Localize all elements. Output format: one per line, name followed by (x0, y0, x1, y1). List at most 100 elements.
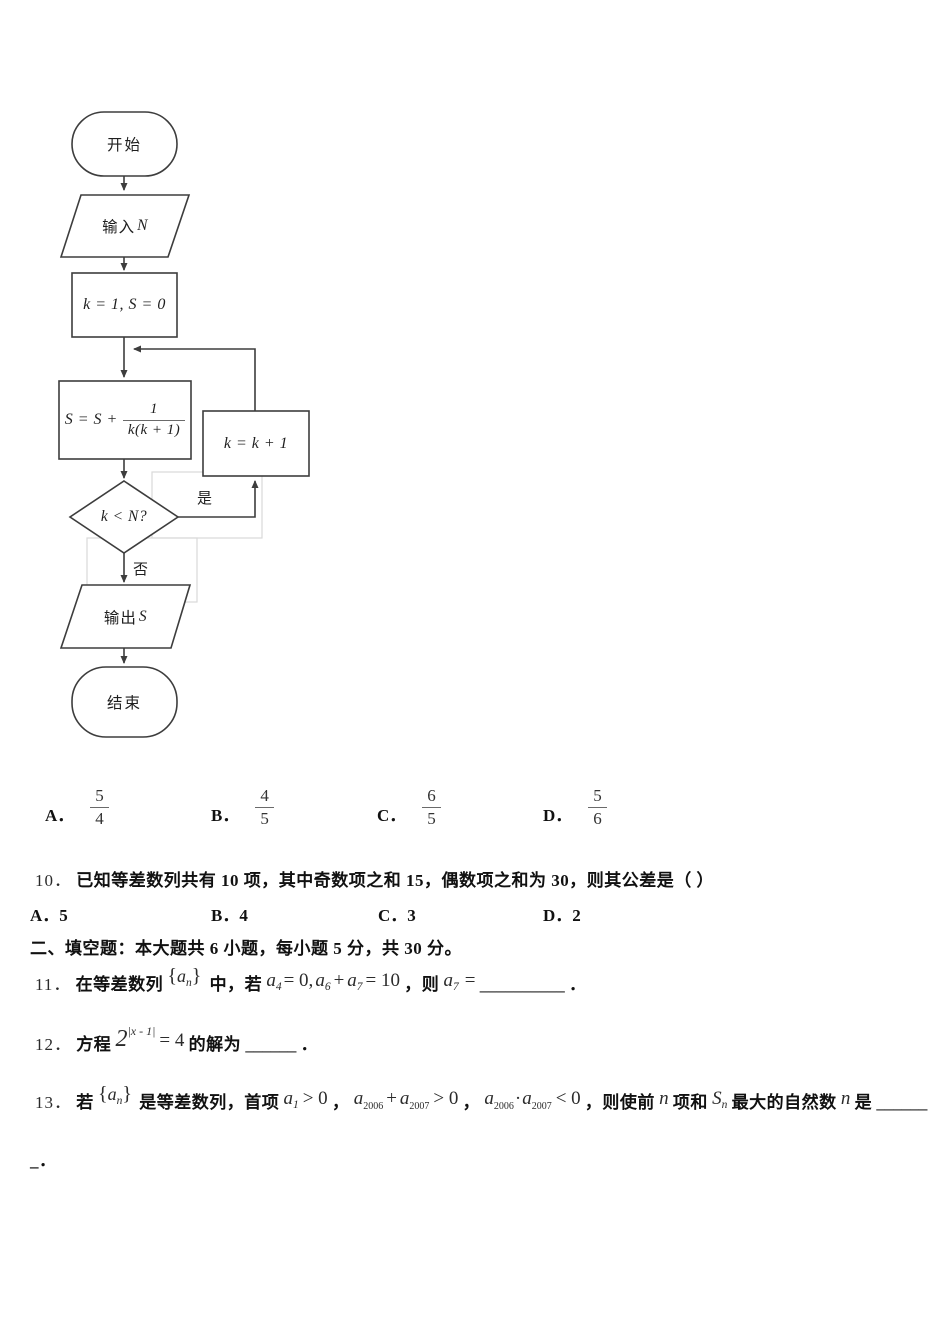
q12-period: ． (300, 1035, 319, 1054)
q13-m2-op: + (386, 1088, 397, 1109)
q11-seq-sub: n (185, 977, 192, 989)
q13-comma-2: ， (462, 1093, 481, 1112)
sum-fraction: 1 k(k + 1) (122, 401, 186, 439)
q10-option-b-text: B．4 (211, 906, 248, 925)
q10-option-a-text: A．5 (30, 906, 68, 925)
q11-number: 11． (35, 975, 72, 994)
q13-stem: 13． 若 {an} 是等差数列，首项 a1> 0 ， a2006+a2007>… (35, 1083, 927, 1116)
q9-c-denominator: 5 (427, 808, 436, 828)
init-process-shape (71, 272, 178, 338)
q11-m3-var: a (347, 970, 357, 991)
q13-m2-sub: 2006 (363, 1101, 384, 1112)
q13-m3-sub: 2007 (409, 1101, 430, 1112)
flowchart-diagram (58, 111, 310, 738)
q13-m1-rest: > 0 (302, 1088, 328, 1109)
q13-text-5: 最大的自然数 (731, 1093, 837, 1112)
q13-var-n2: n (840, 1088, 851, 1109)
q13-m3-rest: > 0 (433, 1088, 459, 1109)
increment-node-label: k = k + 1 (203, 411, 309, 476)
q9-a-denominator: 4 (95, 808, 104, 828)
q13-continuation-text: _． (30, 1151, 57, 1170)
q9-a-numerator: 5 (90, 786, 109, 808)
q11-text-3: ，则 (404, 975, 440, 994)
sum-node-label: S = S + 1 k(k + 1) (59, 381, 191, 459)
q9-option-d-fraction: 5 6 (588, 786, 607, 828)
q9-b-numerator: 4 (255, 786, 274, 808)
q13-m2-var: a (353, 1088, 364, 1109)
q11-period: ． (568, 975, 587, 994)
q10-option-d-text: D．2 (543, 906, 581, 925)
q13-sum-notation: Sn (712, 1088, 728, 1111)
q11-m4-var: a (443, 970, 454, 991)
q13-continuation: _． (30, 1146, 57, 1171)
q11-text-1: 在等差数列 (75, 975, 164, 994)
end-text: 结束 (106, 695, 142, 712)
output-prefix-text: 输出 (103, 609, 137, 627)
q11-stem: 11． 在等差数列 {an} 中，若 a4= 0,a6+a7= 10 ，则 a7… (35, 965, 587, 997)
q13-m5-sub: 2007 (531, 1101, 552, 1112)
q13-m1-sub: 1 (292, 1099, 299, 1111)
q12-text-1: 方程 (76, 1035, 112, 1054)
end-terminal-shape (71, 666, 178, 738)
q11-seq-open-brace: { (167, 965, 177, 987)
q11-m1-var: a (266, 970, 276, 991)
output-node-label: 输出 S (61, 585, 190, 648)
section2-header: 二、填空题：本大题共 6 小题，每小题 5 分，共 30 分。 (30, 934, 462, 959)
sum-fraction-numerator: 1 (122, 401, 186, 421)
q13-text-4: 项和 (672, 1093, 708, 1112)
q9-option-c: C． 6 5 (377, 786, 441, 828)
q11-sequence-notation: {an} (167, 965, 202, 989)
q10-option-a: A．5 (30, 901, 68, 926)
q13-var-n1: n (659, 1088, 669, 1109)
q11-answer-blank: __________ (479, 975, 565, 994)
q11-m3-sub: 7 (356, 981, 363, 993)
q11-m2-op: + (333, 970, 345, 991)
q13-text-1: 若 (76, 1093, 94, 1112)
q11-m4-sub: 7 (453, 981, 459, 993)
q9-option-b: B． 4 5 (211, 786, 274, 828)
q13-m1-var: a (283, 1088, 293, 1109)
q9-option-c-label: C． (377, 806, 407, 826)
q13-m4-op: · (514, 1088, 522, 1109)
init-node-label: k = 1, S = 0 (72, 273, 177, 337)
output-parallelogram-shape (59, 584, 192, 649)
q13-comma-1: ， (331, 1093, 350, 1112)
decision-text: k < N? (100, 508, 148, 525)
no-branch-label: 否 (133, 558, 148, 579)
q11-m3-rest: = 10 (365, 970, 400, 991)
q11-m2-sub: 6 (324, 981, 331, 993)
q13-m5-rest: < 0 (555, 1088, 581, 1109)
q13-seq-open-brace: { (98, 1083, 108, 1105)
q10-option-c: C．3 (378, 901, 416, 926)
q10-option-c-text: C．3 (378, 906, 416, 925)
q11-seq-close-brace: } (191, 965, 202, 987)
q13-s-sub: n (721, 1099, 728, 1111)
start-terminal-shape (71, 111, 178, 177)
decision-node-label: k < N? (70, 481, 178, 553)
q9-option-d: D． 5 6 (543, 786, 607, 828)
q9-d-numerator: 5 (588, 786, 607, 808)
q13-seq-close-brace: } (122, 1083, 132, 1105)
q13-m5-var: a (522, 1088, 532, 1109)
q12-answer-blank: ______ (245, 1035, 297, 1054)
q13-math-2: a2006+a2007> 0 (353, 1088, 459, 1112)
q13-text-6: 是 (854, 1093, 873, 1112)
q11-m1-rest: = 0, (283, 970, 314, 991)
increment-process-shape (202, 410, 310, 477)
q11-m4-eq: = (464, 970, 476, 991)
q12-exponent: |x - 1| (127, 1024, 156, 1038)
q12-rest: = 4 (159, 1030, 185, 1051)
q13-m4-var: a (484, 1088, 494, 1109)
start-node-label: 开始 (72, 112, 177, 176)
start-text: 开始 (106, 137, 142, 154)
q13-text-2: 是等差数列，首项 (139, 1093, 280, 1112)
q9-option-a-fraction: 5 4 (90, 786, 109, 828)
q11-condition-math: a4= 0,a6+a7= 10 (266, 970, 400, 993)
q9-option-d-label: D． (543, 806, 573, 826)
q13-number: 13． (35, 1093, 72, 1112)
yes-branch-label: 是 (197, 487, 212, 508)
q12-equation-math: 2|x - 1|= 4 (116, 1024, 185, 1052)
input-node-label: 输入 N (61, 195, 189, 257)
q12-number: 12． (35, 1035, 72, 1054)
